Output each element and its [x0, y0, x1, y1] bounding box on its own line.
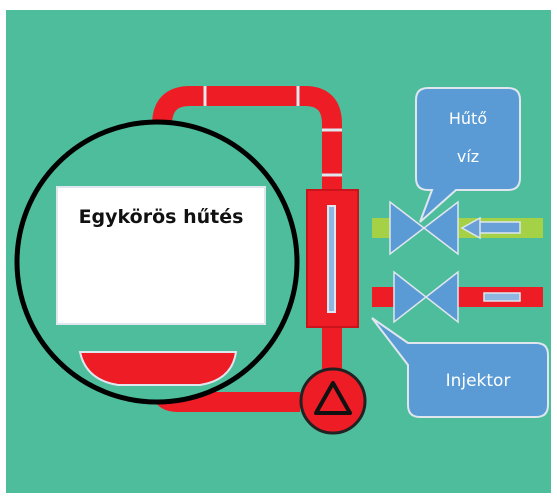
red-pipe-left — [372, 287, 396, 307]
cooling-water-label-line1: Hűtő — [449, 109, 487, 128]
top-pipe — [152, 86, 342, 190]
diagram-title: Egykörös hűtés — [79, 206, 244, 228]
cooling-water-callout: Hűtő víz — [415, 87, 521, 223]
arrow-left-icon — [460, 216, 521, 240]
green-pipe-left — [372, 218, 392, 238]
outlet-flow-mark — [483, 292, 521, 302]
valve-icon — [393, 270, 459, 324]
outlet-line — [372, 270, 543, 324]
cooling-water-line — [372, 200, 543, 256]
injector-label: Injektor — [446, 371, 511, 391]
heat-exchanger — [306, 189, 359, 328]
injector-callout: Injektor — [371, 317, 549, 418]
coolant-liquid — [78, 351, 238, 386]
vessel: Egykörös hűtés — [14, 119, 300, 405]
valve-icon — [389, 200, 459, 256]
title-box — [56, 186, 266, 325]
cooling-water-label-line2: víz — [457, 147, 479, 166]
pump-icon — [299, 367, 367, 435]
pipe-joints — [203, 86, 342, 177]
